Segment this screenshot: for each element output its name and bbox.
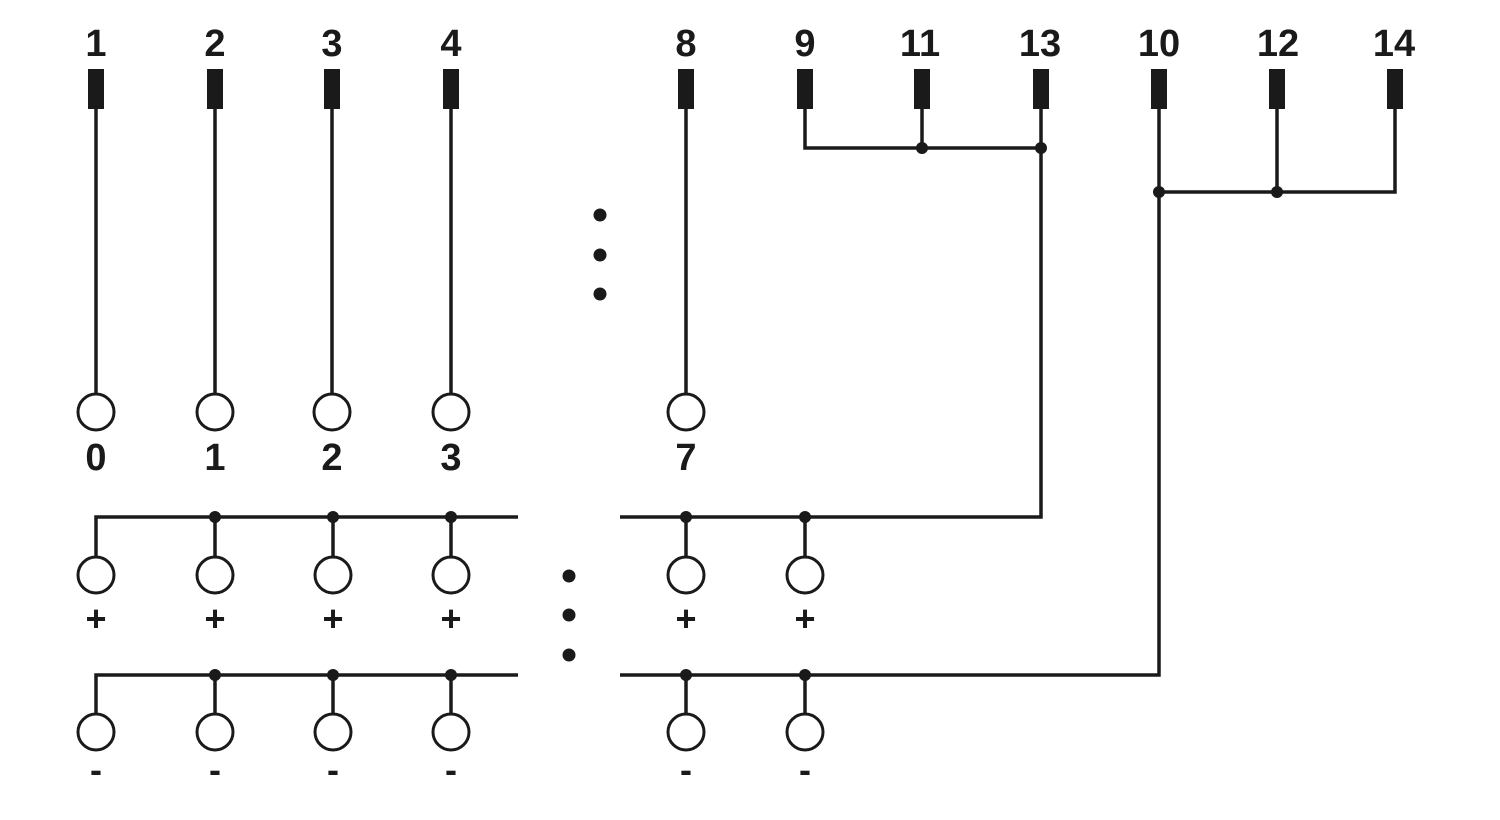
wire-pin14-bus — [1159, 109, 1397, 194]
channel-terminal-1 — [195, 392, 235, 432]
junction-dot — [799, 511, 811, 523]
pin-connector-4 — [443, 69, 459, 109]
pin-connector-14 — [1387, 69, 1403, 109]
junction-dot — [209, 511, 221, 523]
junction-dot — [799, 669, 811, 681]
pin-connector-8 — [678, 69, 694, 109]
junction-dot — [1035, 142, 1047, 154]
minus-label: - — [445, 749, 457, 790]
pin-connector-2 — [207, 69, 223, 109]
pin-label-3: 3 — [321, 23, 342, 65]
ellipsis-dot — [593, 248, 607, 262]
pin-connector-13 — [1033, 69, 1049, 109]
pin-connector-1 — [88, 69, 104, 109]
plus-terminal — [313, 555, 353, 595]
junction-dot — [680, 669, 692, 681]
junction-dot — [327, 669, 339, 681]
minus-rail-left — [94, 673, 518, 714]
plus-terminal — [431, 555, 471, 595]
ellipsis-dot — [562, 569, 576, 583]
pin-label-9: 9 — [794, 23, 815, 65]
pin-label-8: 8 — [675, 23, 696, 65]
plus-label: + — [794, 598, 815, 639]
plus-terminal — [666, 555, 706, 595]
wire-pin9-bus — [803, 109, 1041, 150]
minus-label: - — [327, 749, 339, 790]
plus-label: + — [322, 598, 343, 639]
channel-label-1: 1 — [204, 437, 225, 479]
junction-dot — [327, 511, 339, 523]
plus-terminal — [785, 555, 825, 595]
channel-terminal-0 — [76, 392, 116, 432]
minus-terminal — [195, 712, 235, 752]
wire-pin10-minus — [620, 109, 1161, 677]
minus-label: - — [209, 749, 221, 790]
pin-connector-9 — [797, 69, 813, 109]
pin-connector-3 — [324, 69, 340, 109]
wire-pin13-plus — [620, 109, 1043, 519]
pin-connector-12 — [1269, 69, 1285, 109]
plus-label: + — [85, 598, 106, 639]
channel-label-3: 3 — [440, 437, 461, 479]
ellipsis-dot — [593, 287, 607, 301]
ellipsis-dot — [593, 208, 607, 222]
minus-terminal — [785, 712, 825, 752]
pin-label-2: 2 — [204, 23, 225, 65]
channel-terminal-2 — [312, 392, 352, 432]
channel-label-0: 0 — [85, 437, 106, 479]
junction-dot — [445, 511, 457, 523]
pin-label-4: 4 — [440, 23, 461, 65]
junction-dot — [445, 669, 457, 681]
plus-label: + — [675, 598, 696, 639]
pin-connector-11 — [914, 69, 930, 109]
channel-terminal-7 — [666, 392, 706, 432]
junction-dot — [1271, 186, 1283, 198]
minus-terminal — [76, 712, 116, 752]
minus-label: - — [799, 749, 811, 790]
plus-terminal — [76, 555, 116, 595]
junction-dot — [680, 511, 692, 523]
minus-label: - — [90, 749, 102, 790]
channel-label-7: 7 — [675, 437, 696, 479]
ellipsis-dot — [562, 608, 576, 622]
pin-label-10: 10 — [1138, 23, 1180, 65]
junction-dot — [209, 669, 221, 681]
channel-label-2: 2 — [321, 437, 342, 479]
junction-dot — [916, 142, 928, 154]
pin-label-13: 13 — [1019, 23, 1061, 65]
ellipsis-dot — [562, 648, 576, 662]
plus-terminal — [195, 555, 235, 595]
minus-terminal — [313, 712, 353, 752]
minus-terminal — [666, 712, 706, 752]
plus-label: + — [204, 598, 225, 639]
pin-label-11: 11 — [900, 23, 940, 65]
junction-dot — [1153, 186, 1165, 198]
plus-rail-left — [94, 515, 518, 557]
pin-label-1: 1 — [85, 23, 106, 65]
minus-label: - — [680, 749, 692, 790]
minus-terminal — [431, 712, 471, 752]
channel-terminal-3 — [431, 392, 471, 432]
pin-label-14: 14 — [1373, 23, 1415, 65]
pin-connector-10 — [1151, 69, 1167, 109]
plus-label: + — [440, 598, 461, 639]
pin-label-12: 12 — [1257, 23, 1299, 65]
